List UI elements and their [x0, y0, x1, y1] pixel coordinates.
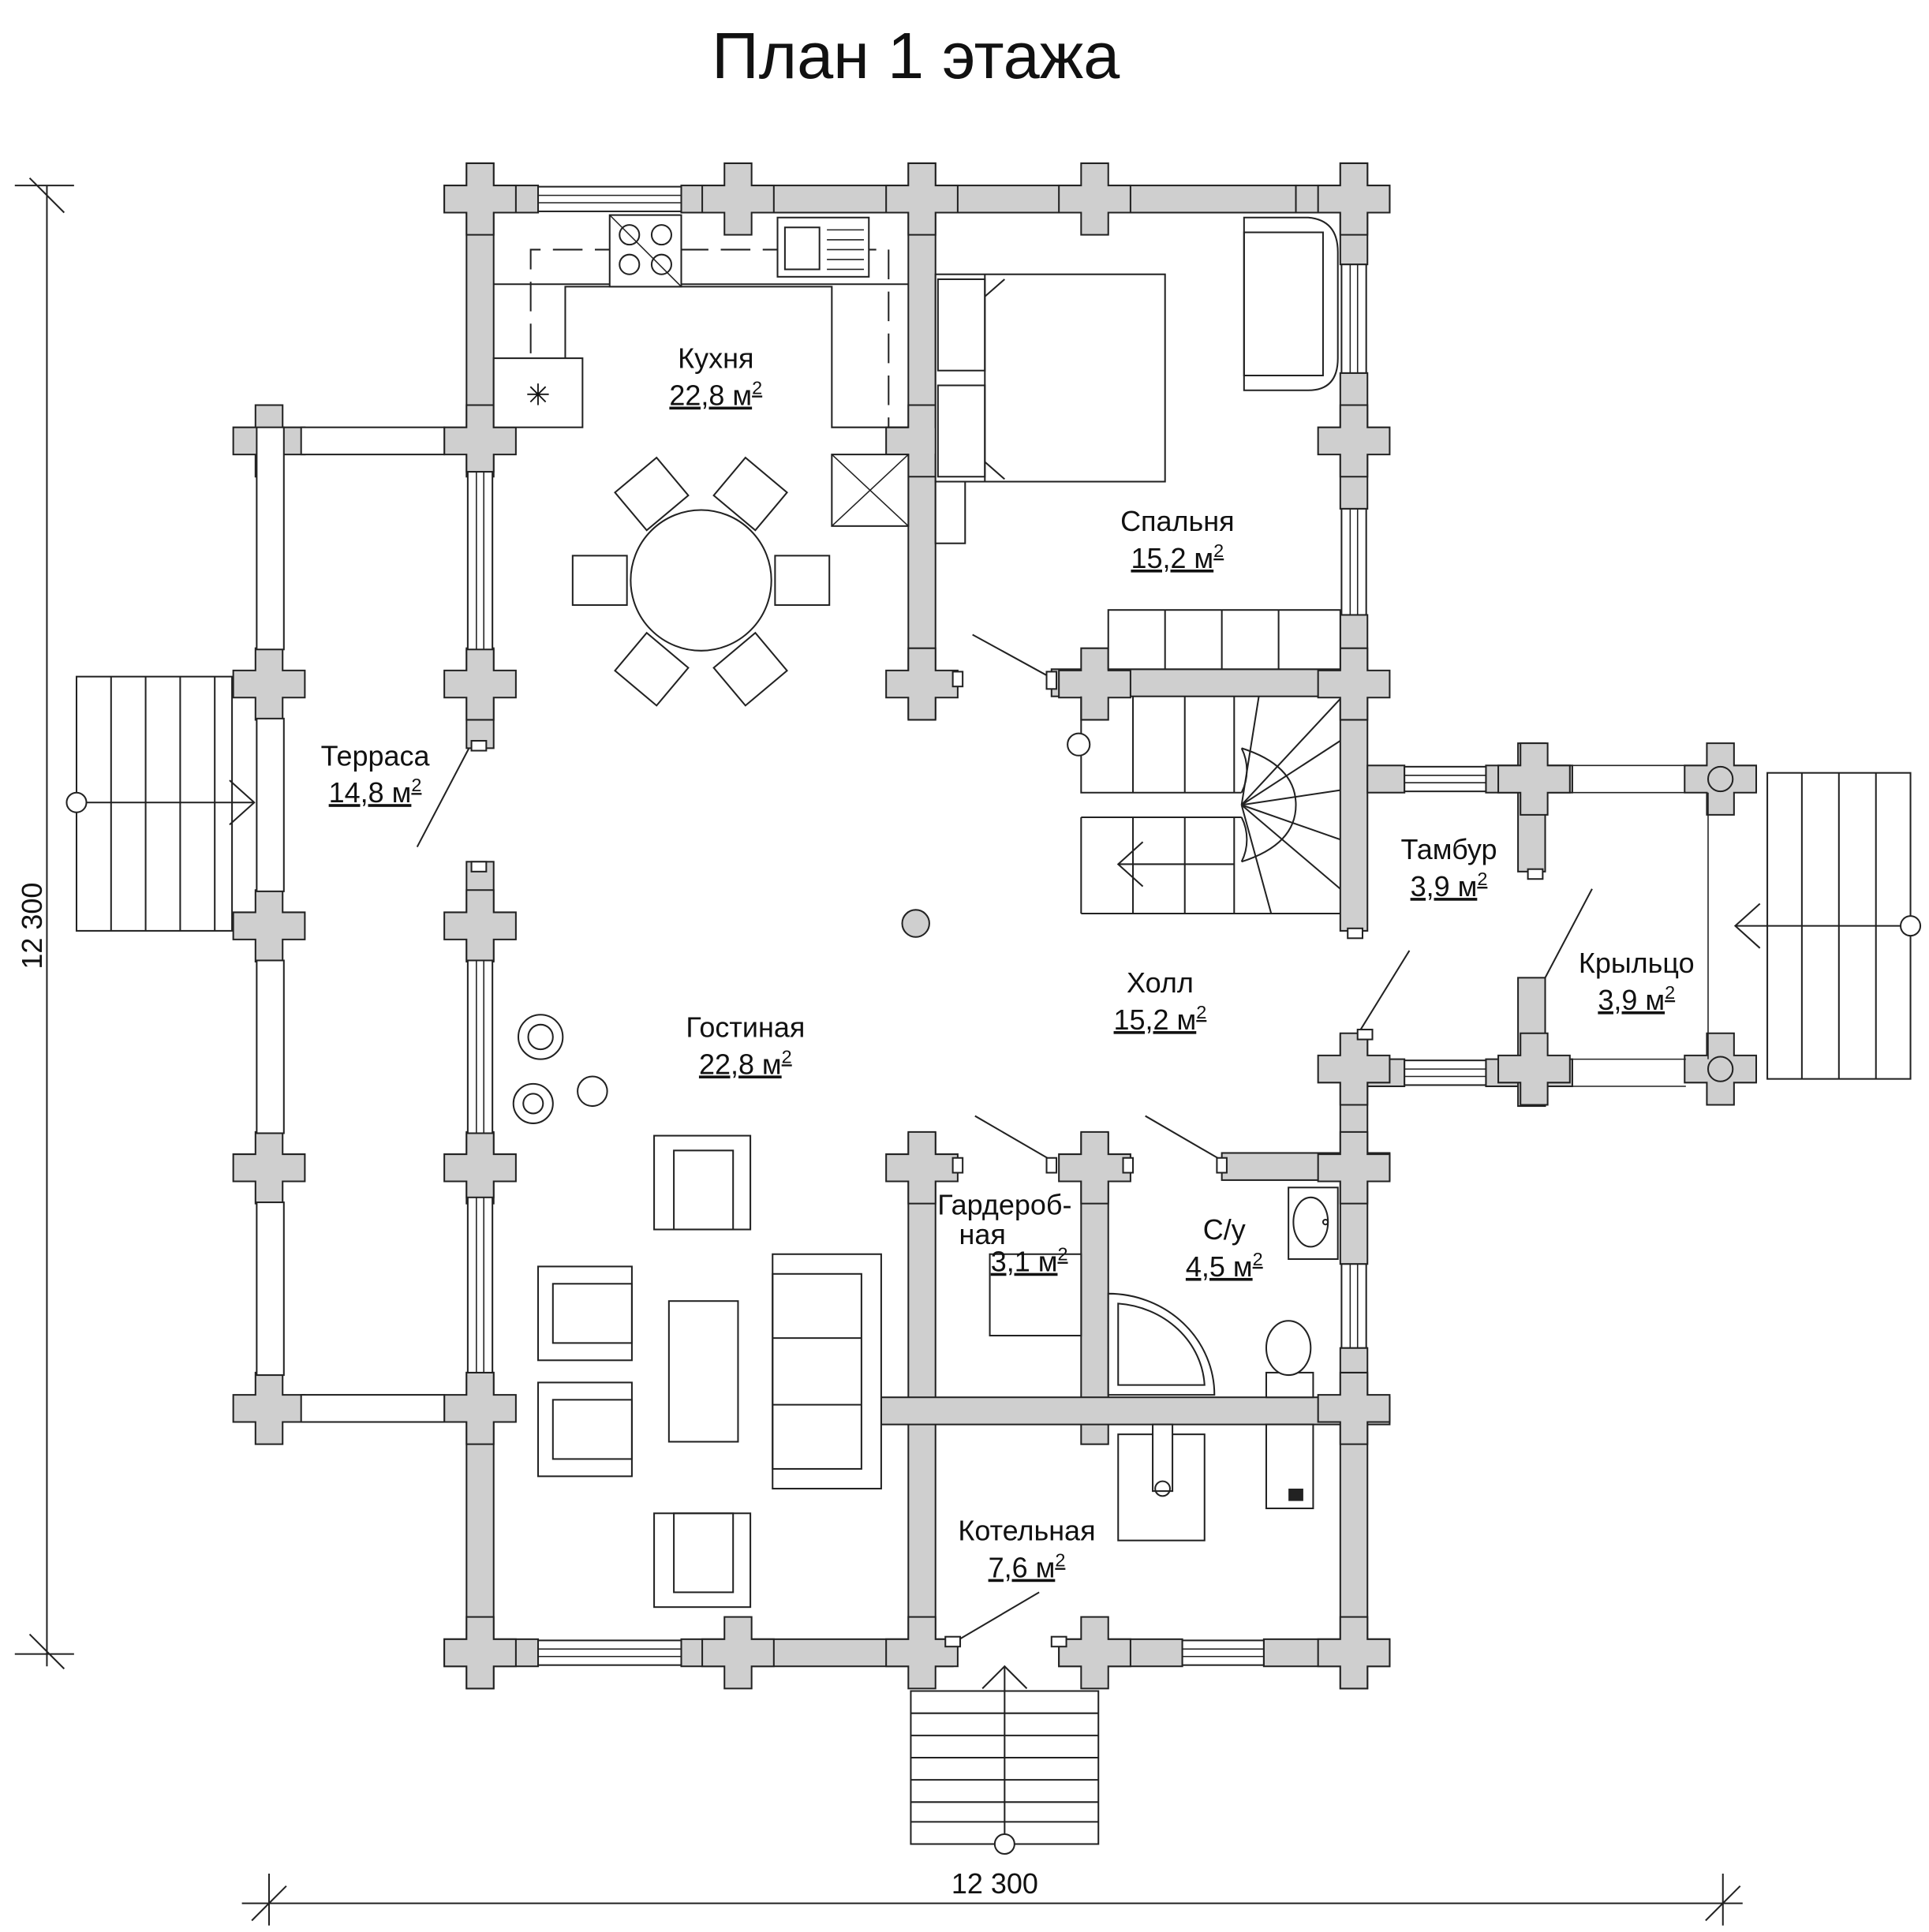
porch-steps: [1572, 764, 1922, 1087]
bath-fixtures: [989, 1186, 1339, 1541]
room-name2-wardrobe: ная: [959, 1218, 1006, 1250]
room-area-wardrobe: 3,1 м2: [991, 1244, 1068, 1278]
room-name-kitchen: Кухня: [678, 342, 753, 375]
room-name-bedroom: Спальня: [1120, 505, 1235, 537]
dimension-lines: 12 300 12 300: [14, 177, 1743, 1926]
room-name-wardrobe: Гардероб-: [937, 1189, 1071, 1221]
room-name-vestibule: Тамбур: [1400, 833, 1497, 865]
room-name-terrace: Терраса: [321, 739, 430, 772]
room-area-terrace: 14,8 м2: [329, 775, 422, 809]
living-furniture: [512, 1014, 882, 1609]
room-name-bathroom: С/у: [1203, 1213, 1246, 1246]
doors: [416, 633, 1593, 1648]
height-dimension: 12 300: [16, 883, 48, 970]
room-area-bedroom: 15,2 м2: [1131, 540, 1224, 574]
room-area-porch: 3,9 м2: [1598, 982, 1675, 1016]
room-name-porch: Крыльцо: [1579, 947, 1695, 979]
bedroom-furniture: [934, 216, 1339, 544]
room-area-living: 22,8 м2: [699, 1046, 792, 1080]
room-name-living: Гостиная: [686, 1011, 805, 1043]
interior-staircase: [1067, 609, 1341, 915]
room-area-hall: 15,2 м2: [1114, 1002, 1207, 1036]
room-area-boiler: 7,6 м2: [989, 1550, 1066, 1584]
svg-text:✳: ✳: [525, 379, 550, 412]
terrace-steps: [65, 675, 256, 932]
boiler-steps: [910, 1665, 1100, 1855]
room-area-vestibule: 3,9 м2: [1411, 869, 1488, 902]
windows: [466, 185, 1487, 1666]
room-name-boiler: Котельная: [958, 1515, 1095, 1547]
room-name-hall: Холл: [1127, 966, 1194, 999]
room-area-kitchen: 22,8 м2: [669, 377, 762, 411]
kitchen-furniture: ✳: [492, 214, 910, 707]
plan-title: План 1 этажа: [712, 19, 1120, 92]
room-area-bathroom: 4,5 м2: [1186, 1249, 1263, 1283]
width-dimension: 12 300: [951, 1867, 1038, 1900]
terrace-structure: [256, 426, 446, 1423]
